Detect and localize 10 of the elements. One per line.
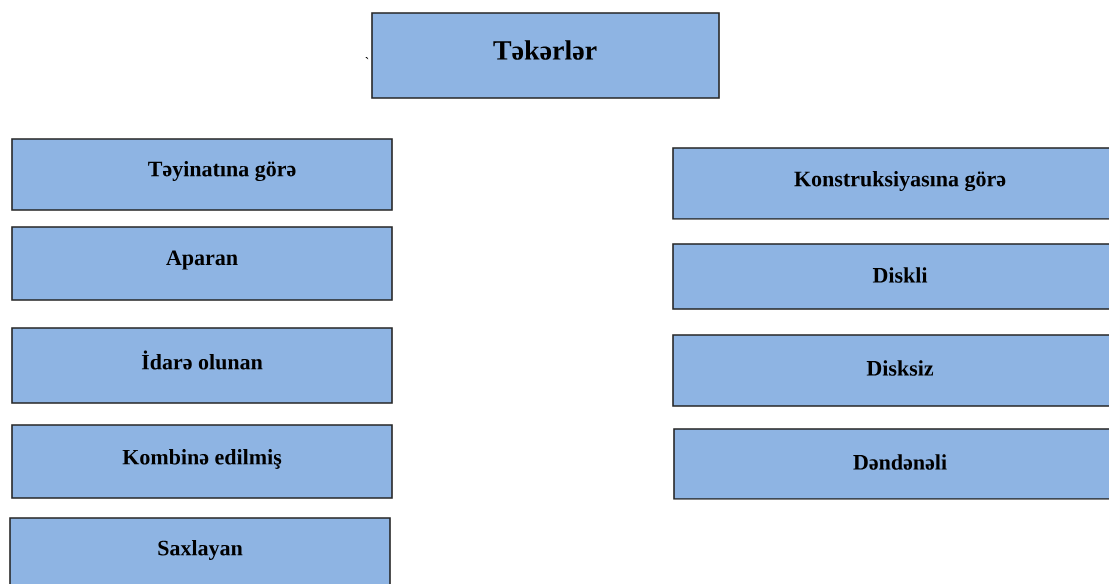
category-box: Disksiz (672, 334, 1109, 407)
category-box: Təyinatına görə (11, 138, 393, 211)
category-box: Dəndənəli (673, 428, 1109, 500)
category-box: Diskli (672, 243, 1109, 310)
category-box: İdarə olunan (11, 327, 393, 404)
category-box: Aparan (11, 226, 393, 301)
category-box: Konstruksiyasına görə (672, 147, 1109, 220)
category-box: Kombinə edilmiş (11, 424, 393, 499)
category-box: Təkərlər (371, 12, 720, 99)
category-box: Saxlayan (9, 517, 391, 584)
